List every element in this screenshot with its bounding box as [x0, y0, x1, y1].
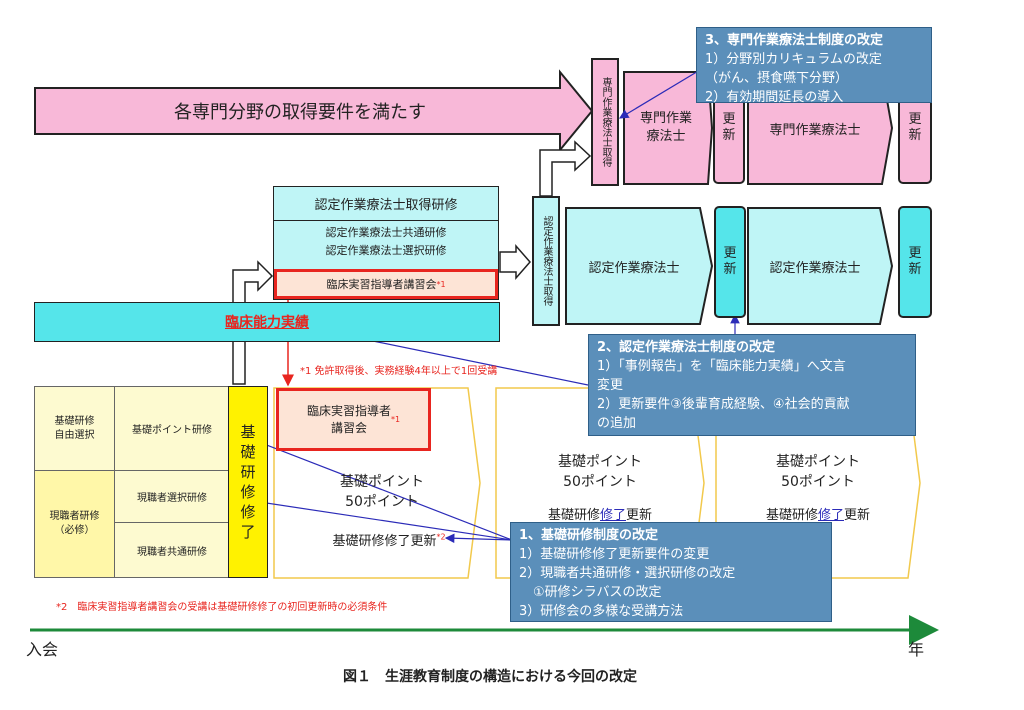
senmon-chevron-1	[623, 71, 714, 185]
senmon-box-2: 専門作業療法士	[769, 122, 861, 138]
link-callout1-to-renewal	[444, 533, 513, 544]
stage1-seminar: 臨床実習指導者 講習会*1	[276, 388, 431, 451]
nintei-select-training: 認定作業療法士選択研修	[325, 244, 447, 257]
note-2: *2 臨床実習指導者講習会の受講は基礎研修修了の初回更新時の必須条件	[56, 602, 388, 613]
nintei-box-2: 認定作業療法士	[769, 260, 861, 276]
kiso-grid: 基礎研修 自由選択 基礎ポイント研修 現職者研修 （必修） 現職者選択研修 現職…	[34, 386, 230, 578]
right-arrow-1	[499, 244, 531, 280]
stage1-points: 基礎ポイント 50ポイント	[340, 474, 424, 510]
senmon-acquire-label: 専門作業療法士取得	[591, 58, 619, 186]
callout-kiso-revision: 1、基礎研修制度の改定 1）基礎研修修了更新要件の変更 2）現職者共通研修・選択…	[510, 522, 832, 622]
stage3-renewal-mid: 修了	[817, 508, 844, 523]
stage1-renewal-mark: *2	[436, 532, 446, 542]
nintei-training-title: 認定作業療法士取得研修	[274, 187, 498, 221]
nintei-renew-1-label: 更新	[723, 246, 737, 277]
stage3-renewal-post: 更新	[844, 508, 871, 523]
stage1-renewal-label: 基礎研修修了更新	[332, 534, 437, 549]
rinsho-bar: 臨床能力実績	[34, 302, 500, 342]
nintei-renew-2: 更新	[898, 206, 932, 318]
callout-senmon-revision: 3、専門作業療法士制度の改定 1）分野別カリキュラムの改定 （がん、摂食嚥下分野…	[696, 27, 932, 105]
nintei-seminar-box: 臨床実習指導者講習会*1	[274, 269, 498, 299]
callout2-title: 2、認定作業療法士制度の改定	[597, 340, 776, 355]
nintei-acquire-label: 認定作業療法士取得	[532, 196, 560, 326]
stage2-renewal-post: 更新	[626, 508, 653, 523]
stage1-seminar-label: 臨床実習指導者 講習会	[306, 403, 391, 435]
stage1-renewal: 基礎研修修了更新*2	[304, 530, 474, 549]
callout1-title: 1、基礎研修制度の改定	[519, 528, 659, 543]
link-callout1-to-staff	[231, 494, 513, 541]
note-1: *1 免許取得後、実務経験4年以上で1回受講	[300, 366, 498, 377]
kiso-point-training: 基礎ポイント研修	[115, 387, 229, 471]
senmon-renew-2-label: 更新	[908, 112, 922, 143]
callout3-line-3: 2）有効期間延長の導入	[705, 90, 844, 105]
kiso-staff-select: 現職者選択研修	[115, 471, 229, 523]
kiso-completion: 基礎研修修了	[228, 386, 268, 578]
callout3-line-2: （がん、摂食嚥下分野）	[705, 71, 849, 86]
stage3-renewal: 基礎研修修了更新	[728, 504, 908, 523]
timeline-end: 年	[908, 640, 925, 659]
callout2-line-1: 1）「事例報告」を「臨床能力実績」へ文言	[597, 359, 846, 374]
kiso-free-select: 基礎研修 自由選択	[35, 387, 115, 471]
kiso-current-staff: 現職者研修 （必修）	[35, 471, 115, 577]
stage3-points: 基礎ポイント 50ポイント	[776, 454, 860, 490]
nintei-box-1: 認定作業療法士	[588, 260, 680, 276]
callout3-title: 3、専門作業療法士制度の改定	[705, 33, 884, 48]
callout2-line-3: 2）更新要件③後輩育成経験、④社会的貢献	[597, 397, 850, 412]
callout3-line-1: 1）分野別カリキュラムの改定	[705, 52, 882, 67]
link-callout3-to-senmon	[618, 69, 701, 119]
nintei-renew-1: 更新	[714, 206, 746, 318]
stage2-renewal-mid: 修了	[599, 508, 626, 523]
up-arrow-2	[539, 140, 592, 197]
nintei-seminar-mark: *1	[436, 279, 446, 289]
rinsho-bar-label: 臨床能力実績	[225, 315, 309, 331]
nintei-common-training: 認定作業療法士共通研修	[325, 226, 447, 239]
stage2-points: 基礎ポイント 50ポイント	[558, 454, 642, 490]
callout1-line-1: 1）基礎研修修了更新要件の変更	[519, 547, 710, 562]
callout-nintei-revision: 2、認定作業療法士制度の改定 1）「事例報告」を「臨床能力実績」へ文言 変更 2…	[588, 334, 916, 436]
senmon-renew-1-label: 更新	[722, 112, 736, 143]
banner-arrow-shape	[34, 69, 594, 153]
stage2-renewal: 基礎研修修了更新	[510, 504, 690, 523]
callout1-line-3: ①研修シラバスの改定	[533, 585, 662, 600]
nintei-seminar-label: 臨床実習指導者講習会	[326, 278, 437, 291]
stage1-seminar-mark: *1	[390, 415, 401, 424]
stage3-renewal-pre: 基礎研修	[765, 508, 818, 523]
timeline-start: 入会	[26, 640, 59, 659]
callout1-line-2: 2）現職者共通研修・選択研修の改定	[519, 566, 736, 581]
stage2-renewal-pre: 基礎研修	[547, 508, 600, 523]
nintei-renew-2-label: 更新	[908, 246, 922, 277]
senmon-box-1: 専門作業 療法士	[639, 111, 692, 144]
nintei-chevron-2	[747, 207, 894, 325]
callout2-line-4: の追加	[597, 416, 637, 431]
kiso-completion-label: 基礎研修修了	[240, 423, 256, 541]
banner-text: 各専門分野の取得要件を満たす	[174, 102, 426, 123]
callout1-line-4: 3）研修会の多様な受講方法	[519, 604, 684, 619]
callout2-line-2: 変更	[597, 378, 624, 393]
figure-caption: 図１ 生涯教育制度の構造における今回の改定	[343, 669, 637, 685]
kiso-staff-common: 現職者共通研修	[137, 546, 207, 558]
nintei-chevron-1	[565, 207, 714, 325]
